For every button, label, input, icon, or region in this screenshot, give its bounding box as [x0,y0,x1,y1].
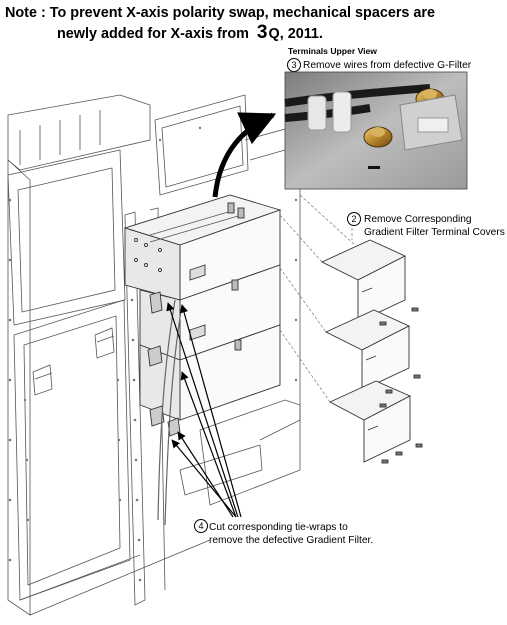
note-text: Note : To prevent X-axis polarity swap, … [5,4,505,44]
upper-view-title: Terminals Upper View [288,46,377,56]
step3-circle: 3 [287,58,301,72]
leader-lines [279,194,356,403]
gradient-filter-stack [123,194,282,526]
step2-circle: 2 [347,212,361,226]
step4-line1: Cut corresponding tie-wraps to [209,522,348,533]
step3-text: Remove wires from defective G-Filter [303,60,472,71]
step4-circle: 4 [194,519,208,533]
cabinet-frame [7,94,301,616]
note-line2: newly added for X-axis from 3Q, 2011. [5,23,505,44]
terminals-photo [212,71,468,198]
note-line2-start: newly added for X-axis from [57,26,249,42]
note-quarter: 3 [256,22,269,43]
note-line1: To prevent X-axis polarity swap, mechani… [49,5,436,21]
step2-line2: Gradient Filter Terminal Covers [364,227,505,238]
step4-line2: remove the defective Gradient Filter. [209,535,374,546]
note-prefix: Note : [5,5,46,21]
step2-line1: Remove Corresponding [364,214,472,225]
note-line2-end: Q, 2011. [268,26,323,42]
terminal-covers [320,239,423,464]
step4-arrows [166,302,242,518]
